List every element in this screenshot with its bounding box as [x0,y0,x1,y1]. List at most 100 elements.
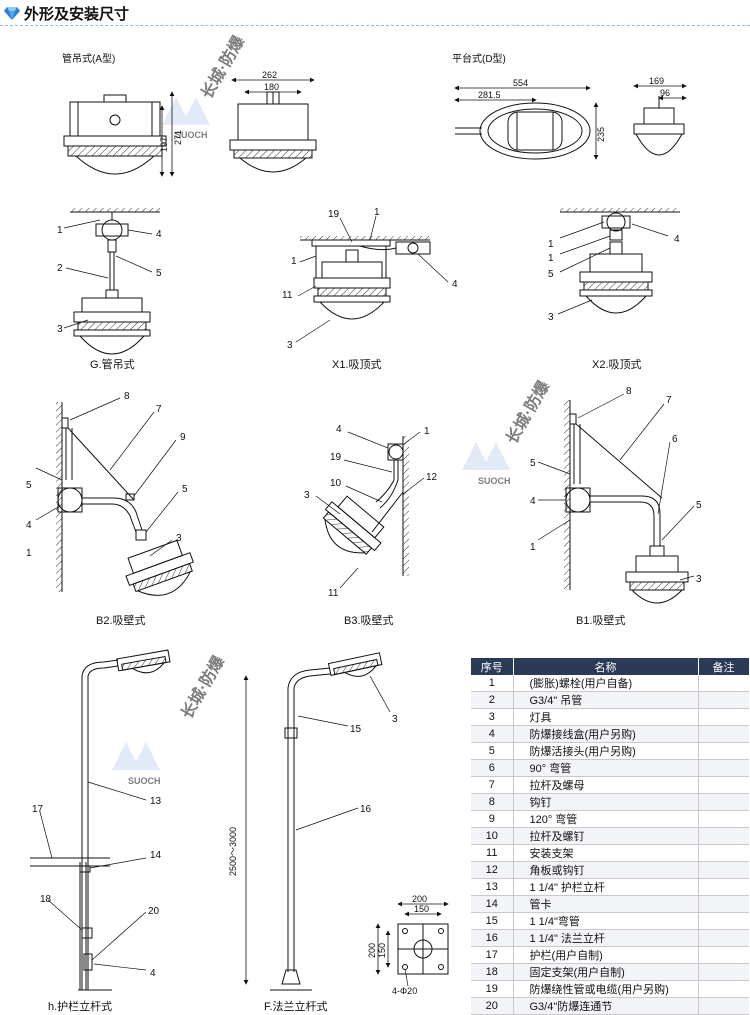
dim-flange-200: 200 [412,894,427,904]
callout-h-20: 20 [148,906,160,917]
callout-f-15: 15 [350,724,362,735]
cell-name: 灯具 [513,708,699,726]
cell-note [698,827,749,845]
caption-f: F.法兰立杆式 [264,999,328,1013]
cell-no: 20 [471,997,514,1015]
cell-name: 安装支架 [513,844,699,862]
cell-no: 1 [471,675,514,692]
dim-262: 262 [262,70,277,80]
caption-g: G.管吊式 [90,357,135,371]
cell-name: 1 1/4"弯管 [513,912,699,930]
section-d-title: 平台式(D型) [452,52,506,65]
callout-h-13: 13 [150,796,162,807]
callout-b1-8: 8 [626,386,632,397]
flange-plate [397,923,449,975]
callout-b1-1: 1 [530,542,536,553]
callout-b3-11: 11 [328,588,339,599]
callout-b3-19: 19 [330,452,342,463]
cell-note [698,675,749,692]
callout-b1-4: 4 [530,496,536,507]
cell-no: 9 [471,810,514,828]
callout-b1-5b: 5 [696,500,702,511]
cell-name: 120° 弯管 [513,810,699,828]
dim-flange-150-v: 150 [377,943,387,958]
install-b3-wall [322,436,409,576]
dim-flange-150: 150 [414,904,429,914]
callouts-b1 [537,393,695,581]
cell-no: 5 [471,742,514,760]
callout-x2-1b: 1 [548,253,554,264]
callout-x2-1: 1 [548,239,554,250]
cell-no: 3 [471,708,514,726]
callouts-f [295,675,391,831]
cell-note [698,810,749,828]
dim-96: 96 [660,88,670,98]
callout-b1-6: 6 [672,434,678,445]
lamp-d-top-view [455,102,591,160]
cell-note [698,963,749,981]
cell-no: 4 [471,725,514,743]
cell-no: 7 [471,776,514,794]
callout-x2-5: 5 [548,269,554,280]
cell-name: 角板或钩钉 [513,861,699,879]
cell-name: 防爆绕性管或电缆(用户另购) [513,980,699,998]
cell-note [698,708,749,726]
lamp-a-front-view [63,94,167,175]
install-h-rail-pole [30,649,171,991]
callout-b2-8: 8 [124,391,130,402]
callout-b3-3: 3 [304,490,310,501]
dim-pole-height: 2500～3000 [228,827,238,876]
callouts-b3 [315,431,425,589]
callout-x1-1b: 1 [291,256,297,267]
cell-note [698,725,749,743]
cell-note [698,691,749,709]
callout-x1-4: 4 [452,279,458,290]
watermark-brand: 长城·防爆 [177,652,229,722]
cell-name: G3/4" 吊管 [513,691,699,709]
callout-g-5: 5 [156,268,162,279]
cell-note [698,759,749,777]
dimension-flange: 200 150 200 150 4-Φ20 [367,894,449,996]
cell-no: 8 [471,793,514,811]
dimension-a-width: 262 180 [231,70,315,95]
cell-name: 1 1/4" 法兰立杆 [513,929,699,947]
callout-b3-4: 4 [336,424,342,435]
caption-x1: X1.吸顶式 [332,358,382,371]
cell-note [698,980,749,998]
install-b1-wall [564,400,689,604]
cell-note [698,997,749,1015]
dim-235: 235 [596,127,606,142]
cell-no: 19 [471,980,514,998]
callout-b1-7: 7 [666,395,672,406]
section-a-title: 管吊式(A型) [62,52,115,65]
callout-h-18: 18 [40,894,52,905]
section-header: 外形及安装尺寸 [0,0,750,26]
dim-169: 169 [649,76,664,86]
callout-h-4: 4 [150,968,156,979]
cell-name: 1 1/4" 护栏立杆 [513,878,699,896]
watermark-latin: SUOCH [478,476,511,486]
callout-b1-3: 3 [696,574,702,585]
cell-name: 管卡 [513,895,699,913]
callout-b2-5: 5 [26,480,32,491]
cell-name: 固定支架(用户自制) [513,963,699,981]
col-header-note: 备注 [698,658,750,675]
cell-no: 17 [471,946,514,964]
callout-x2-4: 4 [674,234,680,245]
table-row: 1(膨胀)螺栓(用户自备) [471,675,749,692]
